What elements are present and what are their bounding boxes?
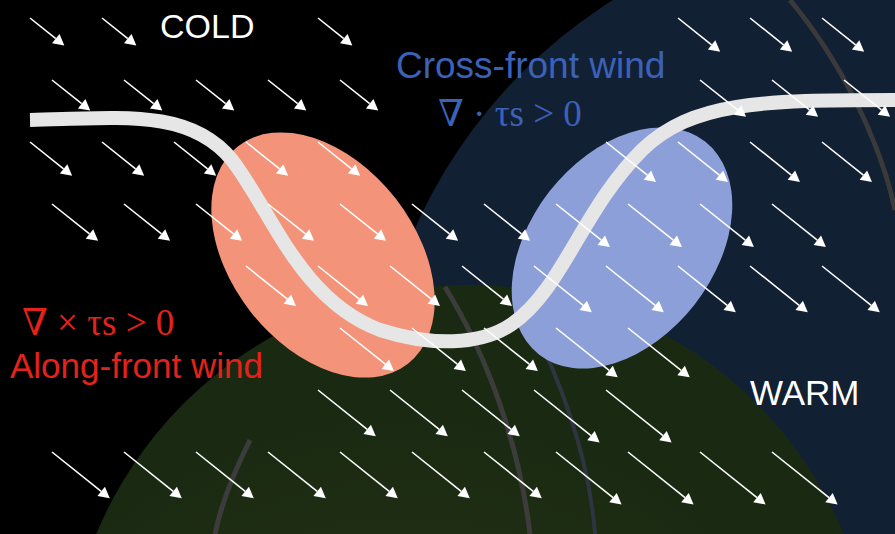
wind-arrow [340, 452, 398, 498]
wind-arrow [246, 142, 288, 176]
wind-arrow [268, 204, 314, 241]
wind-arrow [534, 390, 600, 442]
wind-arrow [678, 18, 720, 52]
wind-arrow [484, 204, 530, 241]
wind-arrow [534, 266, 592, 312]
wind-arrow [822, 266, 880, 312]
wind-arrow [556, 452, 622, 504]
wind-arrow [390, 266, 440, 306]
wind-arrow [822, 18, 864, 52]
wind-arrow [196, 80, 234, 111]
wind-arrow [606, 390, 672, 442]
wind-arrow [606, 142, 656, 182]
wind-arrow [772, 452, 838, 504]
wind-arrow [318, 142, 360, 176]
wind-arrow [628, 204, 682, 247]
wind-arrow [268, 80, 306, 111]
wind-arrow [318, 390, 376, 436]
wind-arrow [700, 452, 766, 504]
wind-arrow [750, 266, 808, 312]
wind-arrow [124, 452, 182, 498]
wind-arrow [340, 204, 386, 241]
wind-arrow [52, 80, 90, 111]
wind-arrow [606, 266, 664, 312]
wind-arrow [412, 328, 466, 371]
wind-arrow [462, 390, 520, 436]
math-label: ∇ × τs > 0 [22, 303, 174, 344]
wind-arrow [772, 80, 818, 117]
wind-arrow [750, 18, 792, 52]
wind-arrow [340, 80, 378, 111]
grid-arc [215, 440, 250, 534]
land-region [65, 285, 875, 534]
wind-label: Along-front wind [10, 347, 263, 386]
wind-arrow [390, 390, 448, 436]
wind-arrow [52, 204, 98, 241]
wind-arrow [174, 142, 216, 176]
wind-arrow [412, 204, 458, 241]
wind-arrow [462, 266, 512, 306]
wind-arrow [30, 142, 72, 176]
wind-arrow [102, 142, 144, 176]
wind-arrow [700, 80, 746, 117]
wind-arrow [196, 204, 242, 241]
wind-arrow [246, 266, 296, 306]
wind-arrow [412, 452, 470, 498]
wind-arrow [52, 452, 110, 498]
wind-arrow [556, 204, 610, 247]
wind-arrow [844, 80, 890, 117]
wind-arrow [772, 204, 826, 247]
wind-label: Cross-front wind [396, 46, 665, 87]
wind-arrow [822, 142, 872, 182]
wind-arrow [750, 142, 800, 182]
wind-arrow [628, 328, 690, 377]
wind-arrow [124, 204, 170, 241]
wind-arrow [30, 18, 64, 45]
wind-arrow [340, 328, 394, 371]
wind-arrow [628, 452, 694, 504]
math-label: ∇ · τs > 0 [438, 94, 582, 135]
wind-arrow [484, 328, 538, 371]
wind-arrow [678, 266, 736, 312]
wind-arrow [700, 204, 754, 247]
region-label: COLD [160, 8, 254, 45]
wind-arrow [318, 18, 352, 45]
wind-arrow [124, 80, 162, 111]
wind-arrow [196, 452, 254, 498]
wind-arrow [318, 266, 368, 306]
wind-arrow [556, 328, 618, 377]
region-label: WARM [750, 374, 860, 413]
wind-arrow [268, 452, 326, 498]
wind-arrow [484, 452, 542, 498]
wind-arrow [102, 18, 136, 45]
wind-arrow [678, 142, 728, 182]
